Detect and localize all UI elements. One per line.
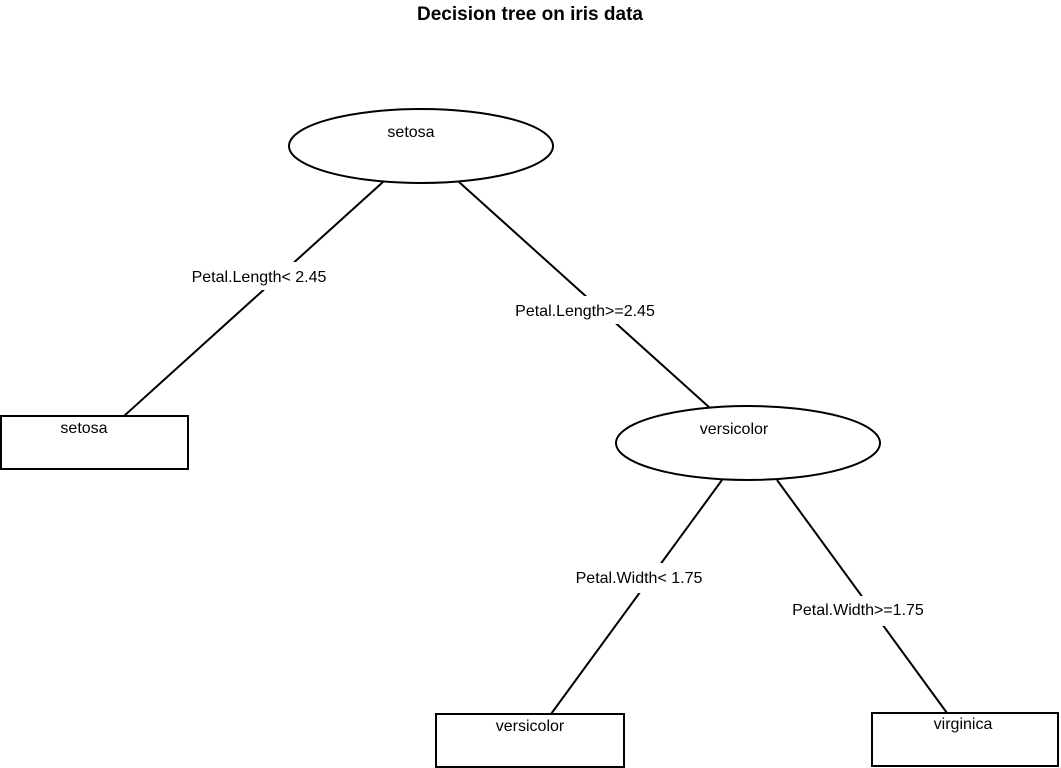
leaf-virginica-label: virginica — [934, 716, 993, 733]
versicolor-node-label: versicolor — [700, 421, 769, 438]
leaf-setosa-box — [0, 415, 189, 470]
diagram-title: Decision tree on iris data — [417, 4, 643, 25]
root-node-ellipse — [288, 108, 554, 184]
split-label-node-right: Petal.Width>=1.75 — [792, 602, 924, 619]
split-label-root-left: Petal.Length< 2.45 — [192, 269, 327, 286]
versicolor-node-ellipse — [615, 405, 881, 481]
leaf-versicolor-box — [435, 713, 625, 768]
leaf-virginica-box — [871, 712, 1059, 767]
split-label-node-left: Petal.Width< 1.75 — [576, 570, 703, 587]
edge-node-left — [550, 479, 723, 715]
edge-root-right — [458, 181, 711, 409]
leaf-versicolor-label: versicolor — [496, 718, 565, 735]
edge-root-left — [123, 181, 384, 417]
leaf-setosa-label: setosa — [60, 420, 107, 437]
root-node-label: setosa — [387, 124, 434, 141]
split-label-root-right: Petal.Length>=2.45 — [515, 303, 655, 320]
